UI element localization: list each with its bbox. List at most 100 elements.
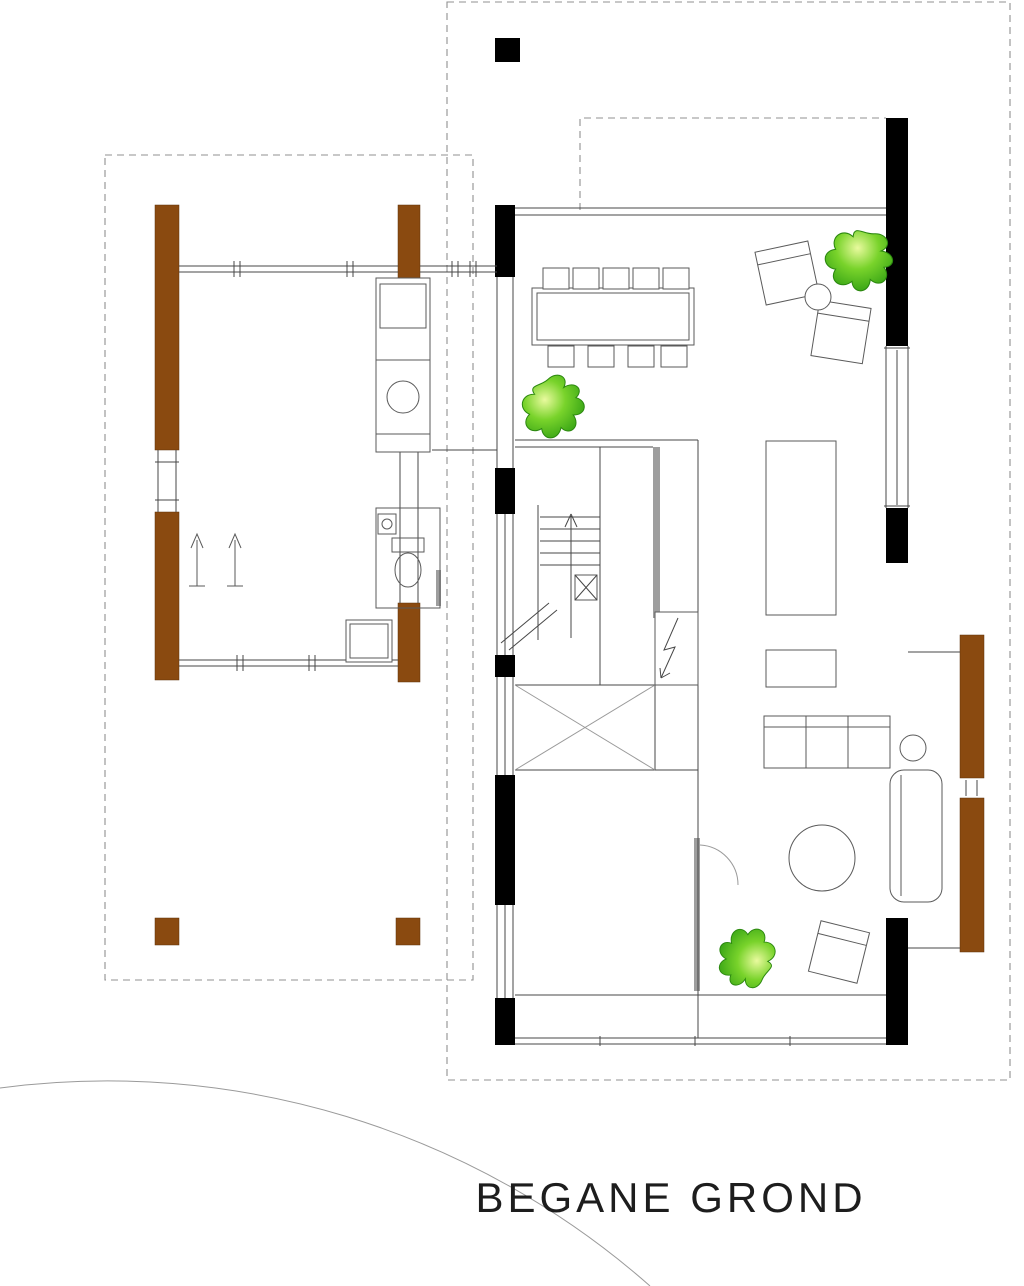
toilet-cistern <box>391 537 425 553</box>
sofa-cushions <box>764 716 890 768</box>
kitchen-counter <box>375 277 431 453</box>
side-table <box>804 283 832 311</box>
west-wall-windows <box>496 277 514 998</box>
plant-icon <box>824 230 894 292</box>
north-wall <box>515 207 886 216</box>
kitchen-area <box>765 440 837 688</box>
door-leaf <box>694 838 700 991</box>
meter-cupboard-box <box>654 611 699 686</box>
dining-chair <box>602 267 630 290</box>
stair-landing <box>574 574 598 601</box>
plant-icon <box>521 374 585 439</box>
lounge-chair <box>810 299 872 365</box>
appliance-inner <box>349 623 389 659</box>
dining-table-inner <box>536 292 690 341</box>
dining-chair <box>542 267 570 290</box>
washbasin-tap <box>381 518 393 530</box>
timber-wall <box>154 511 180 681</box>
garage-west-window <box>155 450 179 512</box>
armchair <box>807 920 871 984</box>
timber-wall <box>154 204 180 451</box>
coffee-table <box>788 824 856 892</box>
sideboard <box>765 649 837 688</box>
timber-walls <box>154 204 985 953</box>
wall-segment <box>495 998 515 1045</box>
cupboard-arrow <box>227 532 243 587</box>
hob <box>379 283 427 329</box>
side-table <box>899 734 927 762</box>
section-break-lines <box>500 602 558 651</box>
staircase <box>537 447 601 685</box>
garage-north-wall <box>179 265 398 273</box>
interior-wall <box>653 447 660 618</box>
driveway-arc <box>0 1080 651 1286</box>
appliance <box>345 619 393 663</box>
dining-chair <box>627 345 655 368</box>
timber-wall <box>397 602 421 683</box>
meter-cupboard <box>654 611 699 686</box>
interior-partitions <box>500 439 739 1038</box>
dining-set <box>531 267 695 368</box>
plants <box>521 230 894 989</box>
stair-direction-arrow <box>564 513 578 638</box>
roof-overhang-line <box>579 117 886 210</box>
dining-table <box>531 287 695 346</box>
wall-segment <box>495 205 515 277</box>
hall-wall <box>515 439 698 448</box>
door-leaf <box>436 570 441 606</box>
timber-post <box>395 917 421 946</box>
stair-landing-hatch <box>574 574 598 601</box>
wall-segment <box>886 508 908 563</box>
kitchen-island <box>765 440 837 616</box>
wall-segment <box>495 468 515 514</box>
floor-title: BEGANE GROND <box>475 1174 867 1221</box>
sink <box>386 380 420 414</box>
lounge-corner <box>754 240 872 365</box>
void-walls <box>515 684 698 771</box>
timber-post <box>154 917 180 946</box>
interior-gray-walls <box>436 447 700 991</box>
site-boundary-left <box>104 154 474 981</box>
stair-treads <box>540 516 600 566</box>
wall-segment <box>495 655 515 677</box>
void-cross <box>514 684 656 771</box>
garage-fixtures <box>189 277 441 663</box>
toilet-room <box>375 507 441 609</box>
timber-wall <box>397 204 421 281</box>
electricity-bolt-icon <box>659 617 679 679</box>
lounge-chair <box>754 240 820 306</box>
timber-wall <box>959 797 985 953</box>
south-wall-windows <box>515 994 886 1046</box>
dining-chair <box>547 345 575 368</box>
washbasin <box>377 513 397 535</box>
bay-extension-walls <box>908 651 978 949</box>
dining-chair <box>587 345 615 368</box>
stair-walls <box>537 447 601 685</box>
site-boundary-right <box>446 1 1011 1081</box>
dining-chair <box>662 267 690 290</box>
chaise-longue <box>889 769 943 903</box>
sofa <box>763 715 891 769</box>
chimney-marker <box>495 38 520 62</box>
counter-divisions <box>376 359 430 435</box>
living-room <box>763 715 943 984</box>
plant-icon <box>718 928 776 989</box>
wall-segment <box>886 118 908 346</box>
dining-chair <box>660 345 688 368</box>
exterior-walls-black <box>495 38 908 1045</box>
main-house-wall-lines <box>496 207 978 1046</box>
door-swing-arc <box>699 844 739 886</box>
opening-ticks <box>233 261 477 671</box>
corridor-walls <box>420 265 497 451</box>
east-wall-window <box>884 346 910 508</box>
cupboard-arrow <box>189 532 205 587</box>
dining-chair <box>632 267 660 290</box>
toilet-bowl <box>394 552 422 588</box>
wall-segment <box>886 918 908 1045</box>
dining-chair <box>572 267 600 290</box>
timber-wall <box>959 634 985 779</box>
site-boundaries <box>104 1 1011 1081</box>
wall-segment <box>495 775 515 905</box>
